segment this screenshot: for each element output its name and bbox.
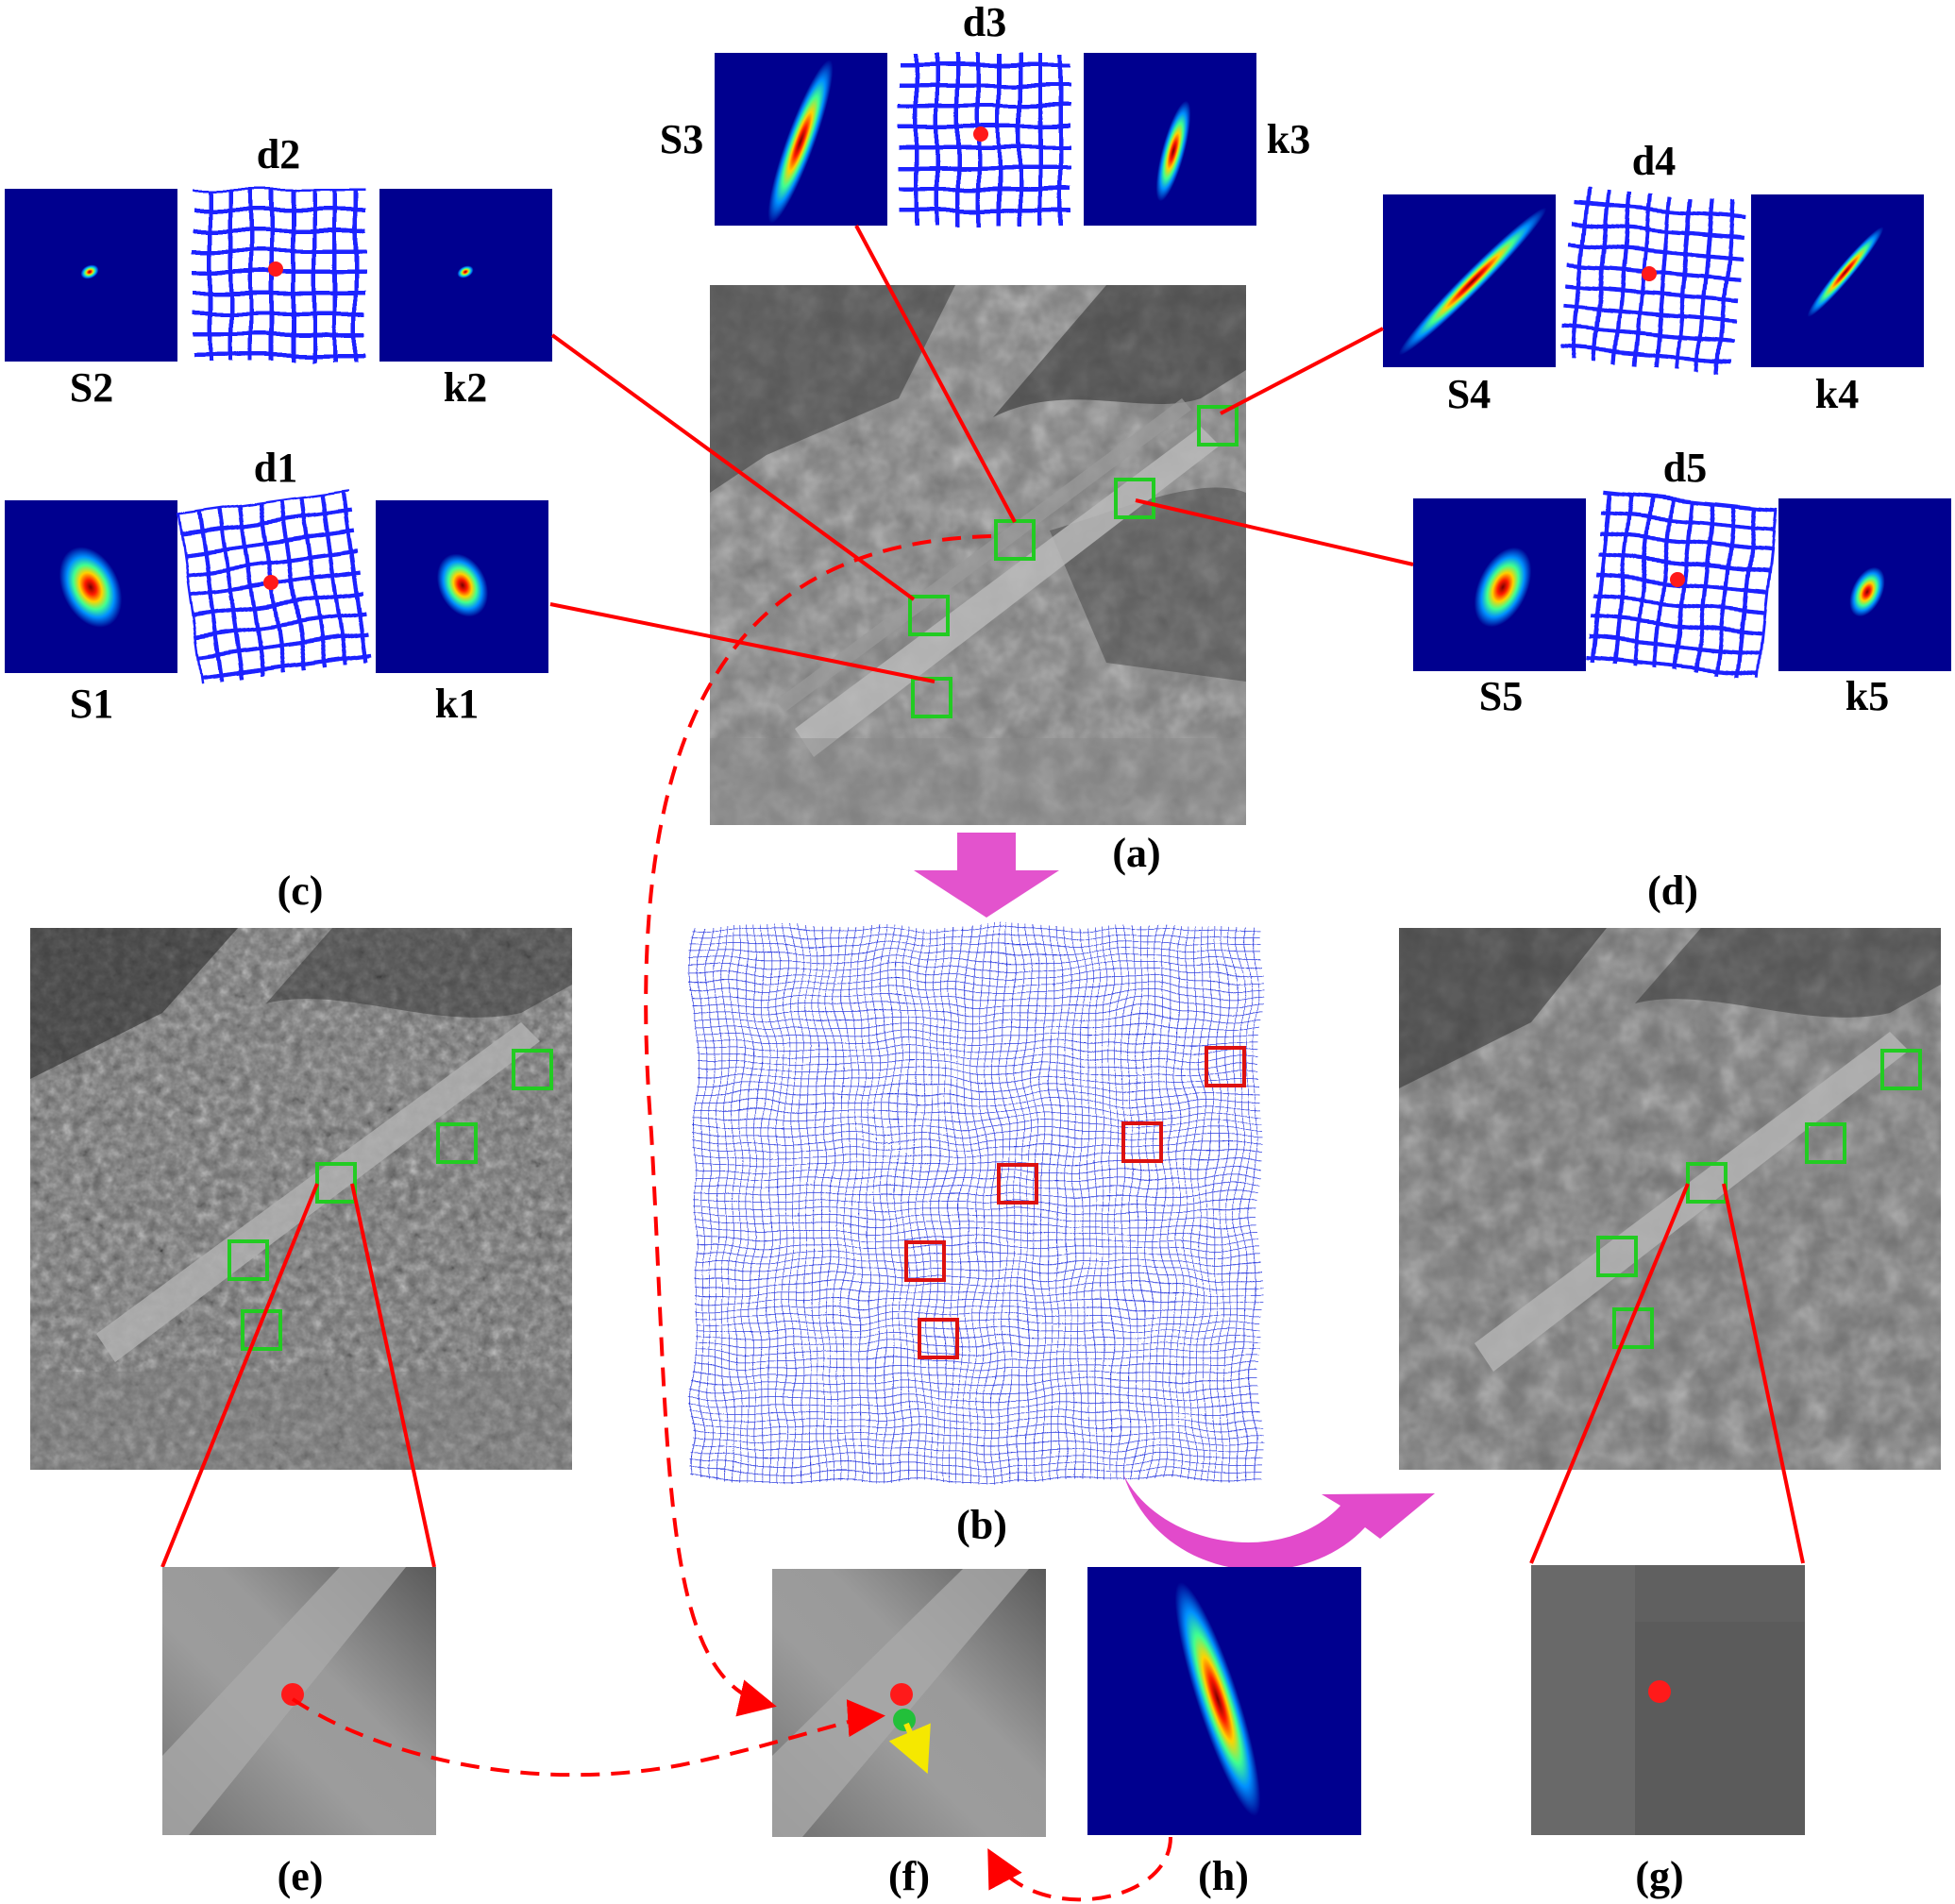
label-b: (b) <box>956 1502 1007 1548</box>
label-d: (d) <box>1647 868 1698 914</box>
label-c: (c) <box>278 868 324 914</box>
label-f: (f) <box>888 1853 930 1899</box>
label-e: (e) <box>278 1853 324 1899</box>
patch-f: (f) <box>772 1569 1046 1899</box>
group-4: d4 S4 k4 <box>1383 138 1924 417</box>
label-d5: d5 <box>1663 445 1707 491</box>
grid-d4 <box>1559 187 1747 375</box>
grid-d2 <box>193 189 365 362</box>
label-k3: k3 <box>1267 116 1310 162</box>
label-s5: S5 <box>1479 673 1523 719</box>
label-s2: S2 <box>70 364 113 411</box>
grid-d5 <box>1586 489 1778 681</box>
image-a-observed: (a) <box>710 285 1246 876</box>
label-a: (a) <box>1112 830 1160 876</box>
label-k1: k1 <box>435 681 479 727</box>
green-dot <box>893 1709 916 1731</box>
patch-g: (g) <box>1531 1565 1805 1899</box>
patch-h: (h) <box>1087 1567 1361 1899</box>
label-k5: k5 <box>1845 673 1889 719</box>
connectors-top <box>549 225 1414 683</box>
image-d-restored: (d) <box>1399 868 1941 1470</box>
grid-d3 <box>899 53 1071 226</box>
group-1: d1 S1 k1 <box>5 445 548 727</box>
patch-e: (e) <box>162 1567 436 1899</box>
mesh-b-deformation: (b) <box>694 925 1260 1548</box>
label-k2: k2 <box>444 364 487 411</box>
label-d1: d1 <box>254 445 297 491</box>
label-s1: S1 <box>70 681 113 727</box>
grid-center-dot <box>263 575 278 590</box>
label-d3: d3 <box>963 0 1006 45</box>
label-s3: S3 <box>660 116 703 162</box>
zoom-lines <box>160 1183 1805 1568</box>
image-c-reference: (c) <box>30 868 572 1470</box>
label-g: (g) <box>1635 1853 1683 1899</box>
group-5: d5 S5 k5 <box>1413 445 1951 719</box>
patch-dot <box>281 1683 304 1706</box>
patch-dot <box>1648 1680 1671 1703</box>
label-h: (h) <box>1198 1853 1249 1899</box>
label-s4: S4 <box>1447 371 1491 417</box>
grid-center-dot <box>973 126 988 142</box>
grid-d1 <box>177 489 373 684</box>
grid-center-dot <box>1642 266 1657 281</box>
grid-center-dot <box>1670 572 1685 587</box>
label-d4: d4 <box>1632 138 1676 184</box>
arrow-curved <box>1123 1474 1435 1571</box>
arrow-down <box>914 833 1059 918</box>
group-3: d3 S3 k3 <box>660 0 1310 226</box>
grid-center-dot <box>268 261 283 277</box>
dashed-arrows <box>291 534 1172 1902</box>
label-k4: k4 <box>1815 371 1859 417</box>
label-d2: d2 <box>257 131 300 177</box>
group-2: d2 S2 k2 <box>5 131 552 411</box>
patch-dot <box>890 1683 913 1706</box>
